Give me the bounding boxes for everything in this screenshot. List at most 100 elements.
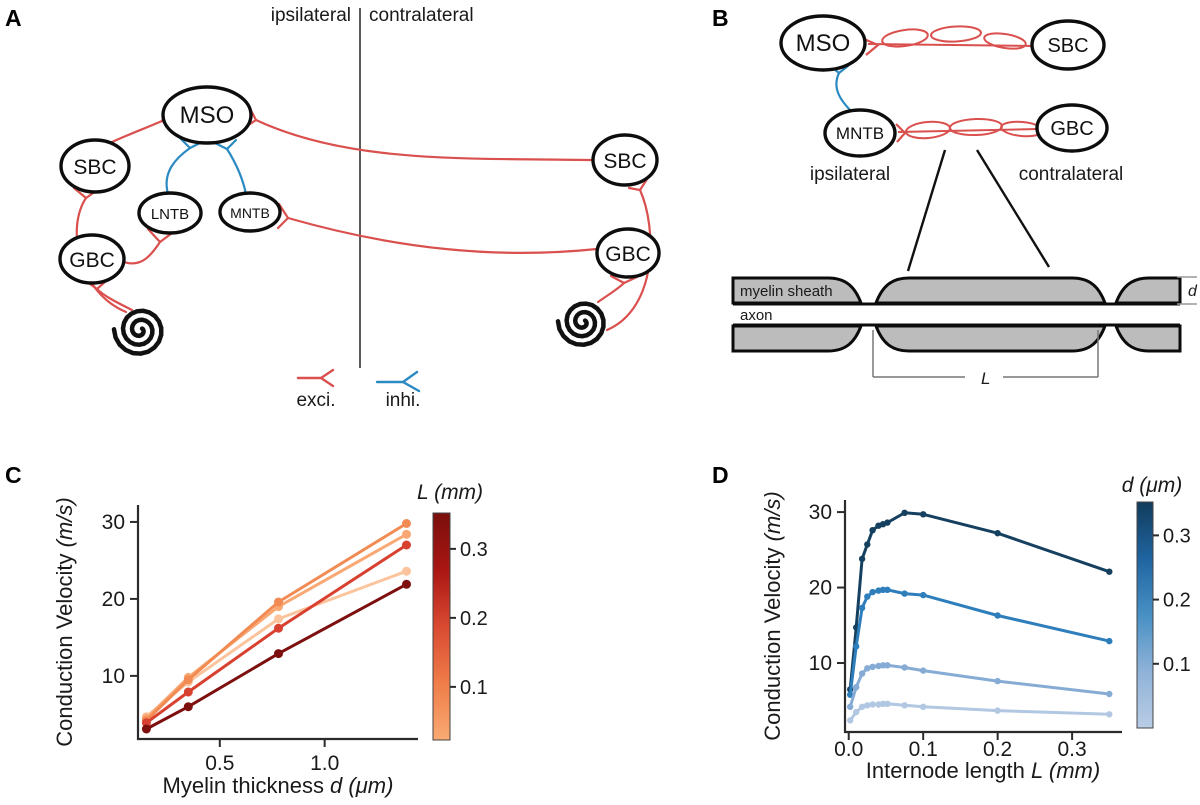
y-tick-label: 20 [809,577,832,600]
data-point [274,614,283,624]
data-point [402,579,411,589]
data-point [1106,690,1113,698]
data-point [853,643,860,650]
inhibitory-legend-glyph [375,370,421,393]
data-point [1106,568,1113,575]
node-sbc-b: SBC [1030,19,1106,71]
data-point [858,555,866,563]
data-point [869,588,876,596]
colorbar [432,512,451,741]
x-axis-label: Myelin thickness d (μm) [163,773,394,798]
x-tick-label: 0.3 [1058,738,1087,761]
colorbar-tick-label: 0.3 [460,539,488,561]
inhibitory-connection-mntb-mso [826,62,854,114]
inhibitory-legend-label: inhi. [386,390,421,411]
data-point [901,590,908,597]
cochlea-spiral-right [555,301,606,347]
node-label: MNTB [230,205,270,221]
x-tick-label: 0.0 [834,738,863,761]
data-point [183,702,193,712]
y-tick-label: 30 [102,511,125,534]
node-label: MNTB [836,124,884,143]
contralateral-header: contralateral [369,5,474,26]
data-point [884,519,891,526]
data-point [847,703,854,710]
data-point [920,591,927,599]
node-mso-b: MSO [779,14,867,72]
series-line [144,582,408,731]
node-ellipse [779,14,867,72]
plot-layer [847,509,1113,724]
node-label: MSO [796,30,851,57]
node-label: GBC [1050,118,1093,140]
myelin-segments [731,276,1182,353]
ipsilateral-header: ipsilateral [271,5,351,26]
data-point [183,687,193,697]
data-point [858,604,866,612]
connection-lntb-to-mso [165,146,192,196]
x-tick-label: 0.5 [205,752,234,775]
y-tick-label: 10 [102,665,125,688]
data-point [847,691,854,698]
data-point [920,511,927,518]
connection-cochlea-to-gbc [95,287,134,312]
axon-label: axon [740,307,773,324]
data-point [274,597,283,607]
data-point [864,702,871,709]
x-tick-label: 0.2 [983,738,1012,761]
connection-gbc-to-lntb [122,240,162,265]
myelinated-axon-mso-sbc [863,25,1037,56]
cochlea-spiral-left [111,308,164,356]
connection-contra-gbc-to-mntb [286,216,599,254]
colorbar-title: d (μm) [1122,474,1183,497]
data-point [920,703,927,710]
node-label: SBC [73,156,116,179]
y-axis-label: Conduction Velocity (m/s) [760,491,785,740]
panel-a-letter: A [5,5,22,31]
connection-sbc-to-mso [106,119,164,146]
data-point [869,701,876,708]
magnification-lines [906,149,1051,272]
y-tick-label: 30 [809,501,832,524]
data-point [864,593,871,600]
data-point [994,612,1001,619]
node-gbc-left: GBC [58,233,126,285]
synapse-fork [276,202,290,230]
l-dimension-label: L [981,369,990,388]
data-point [402,529,411,539]
node-ellipse [1030,19,1106,71]
data-point [402,566,411,576]
panel-c-letter: C [5,462,22,488]
data-point [1106,637,1113,645]
data-point [858,703,866,710]
node-lntb: LNTB [137,191,203,235]
series-line [848,663,1111,709]
colorbar-tick-label: 0.1 [460,677,488,699]
excitatory-legend-glyph [296,368,335,388]
myelin-sheath-label: myelin sheath [740,283,833,300]
data-point [402,519,411,528]
data-point [884,700,891,707]
data-point [402,540,411,550]
node-sbc-left: SBC [59,138,131,194]
node-mntb-b: MNTB [823,108,897,158]
data-point [274,649,283,659]
node-label: SBC [603,150,646,173]
axon-membrane-lines [733,302,1180,327]
x-axis-label: Internode length L (mm) [866,758,1100,783]
y-tick-label: 10 [809,652,832,675]
data-point [274,623,283,633]
connection-contra-sbc-to-mso [254,118,594,162]
data-point [183,675,193,685]
connection-cochlea-to-gbc-right [596,281,626,304]
x-tick-label: 1.0 [310,752,339,775]
data-point [994,530,1001,537]
excitatory-legend-label: exci. [296,390,335,411]
colorbar [1136,501,1154,729]
ipsilateral-label-b: ipsilateral [810,164,890,185]
connection-mntb-to-mso [225,147,248,196]
node-mso: MSO [161,85,253,145]
plot-layer [141,519,411,734]
